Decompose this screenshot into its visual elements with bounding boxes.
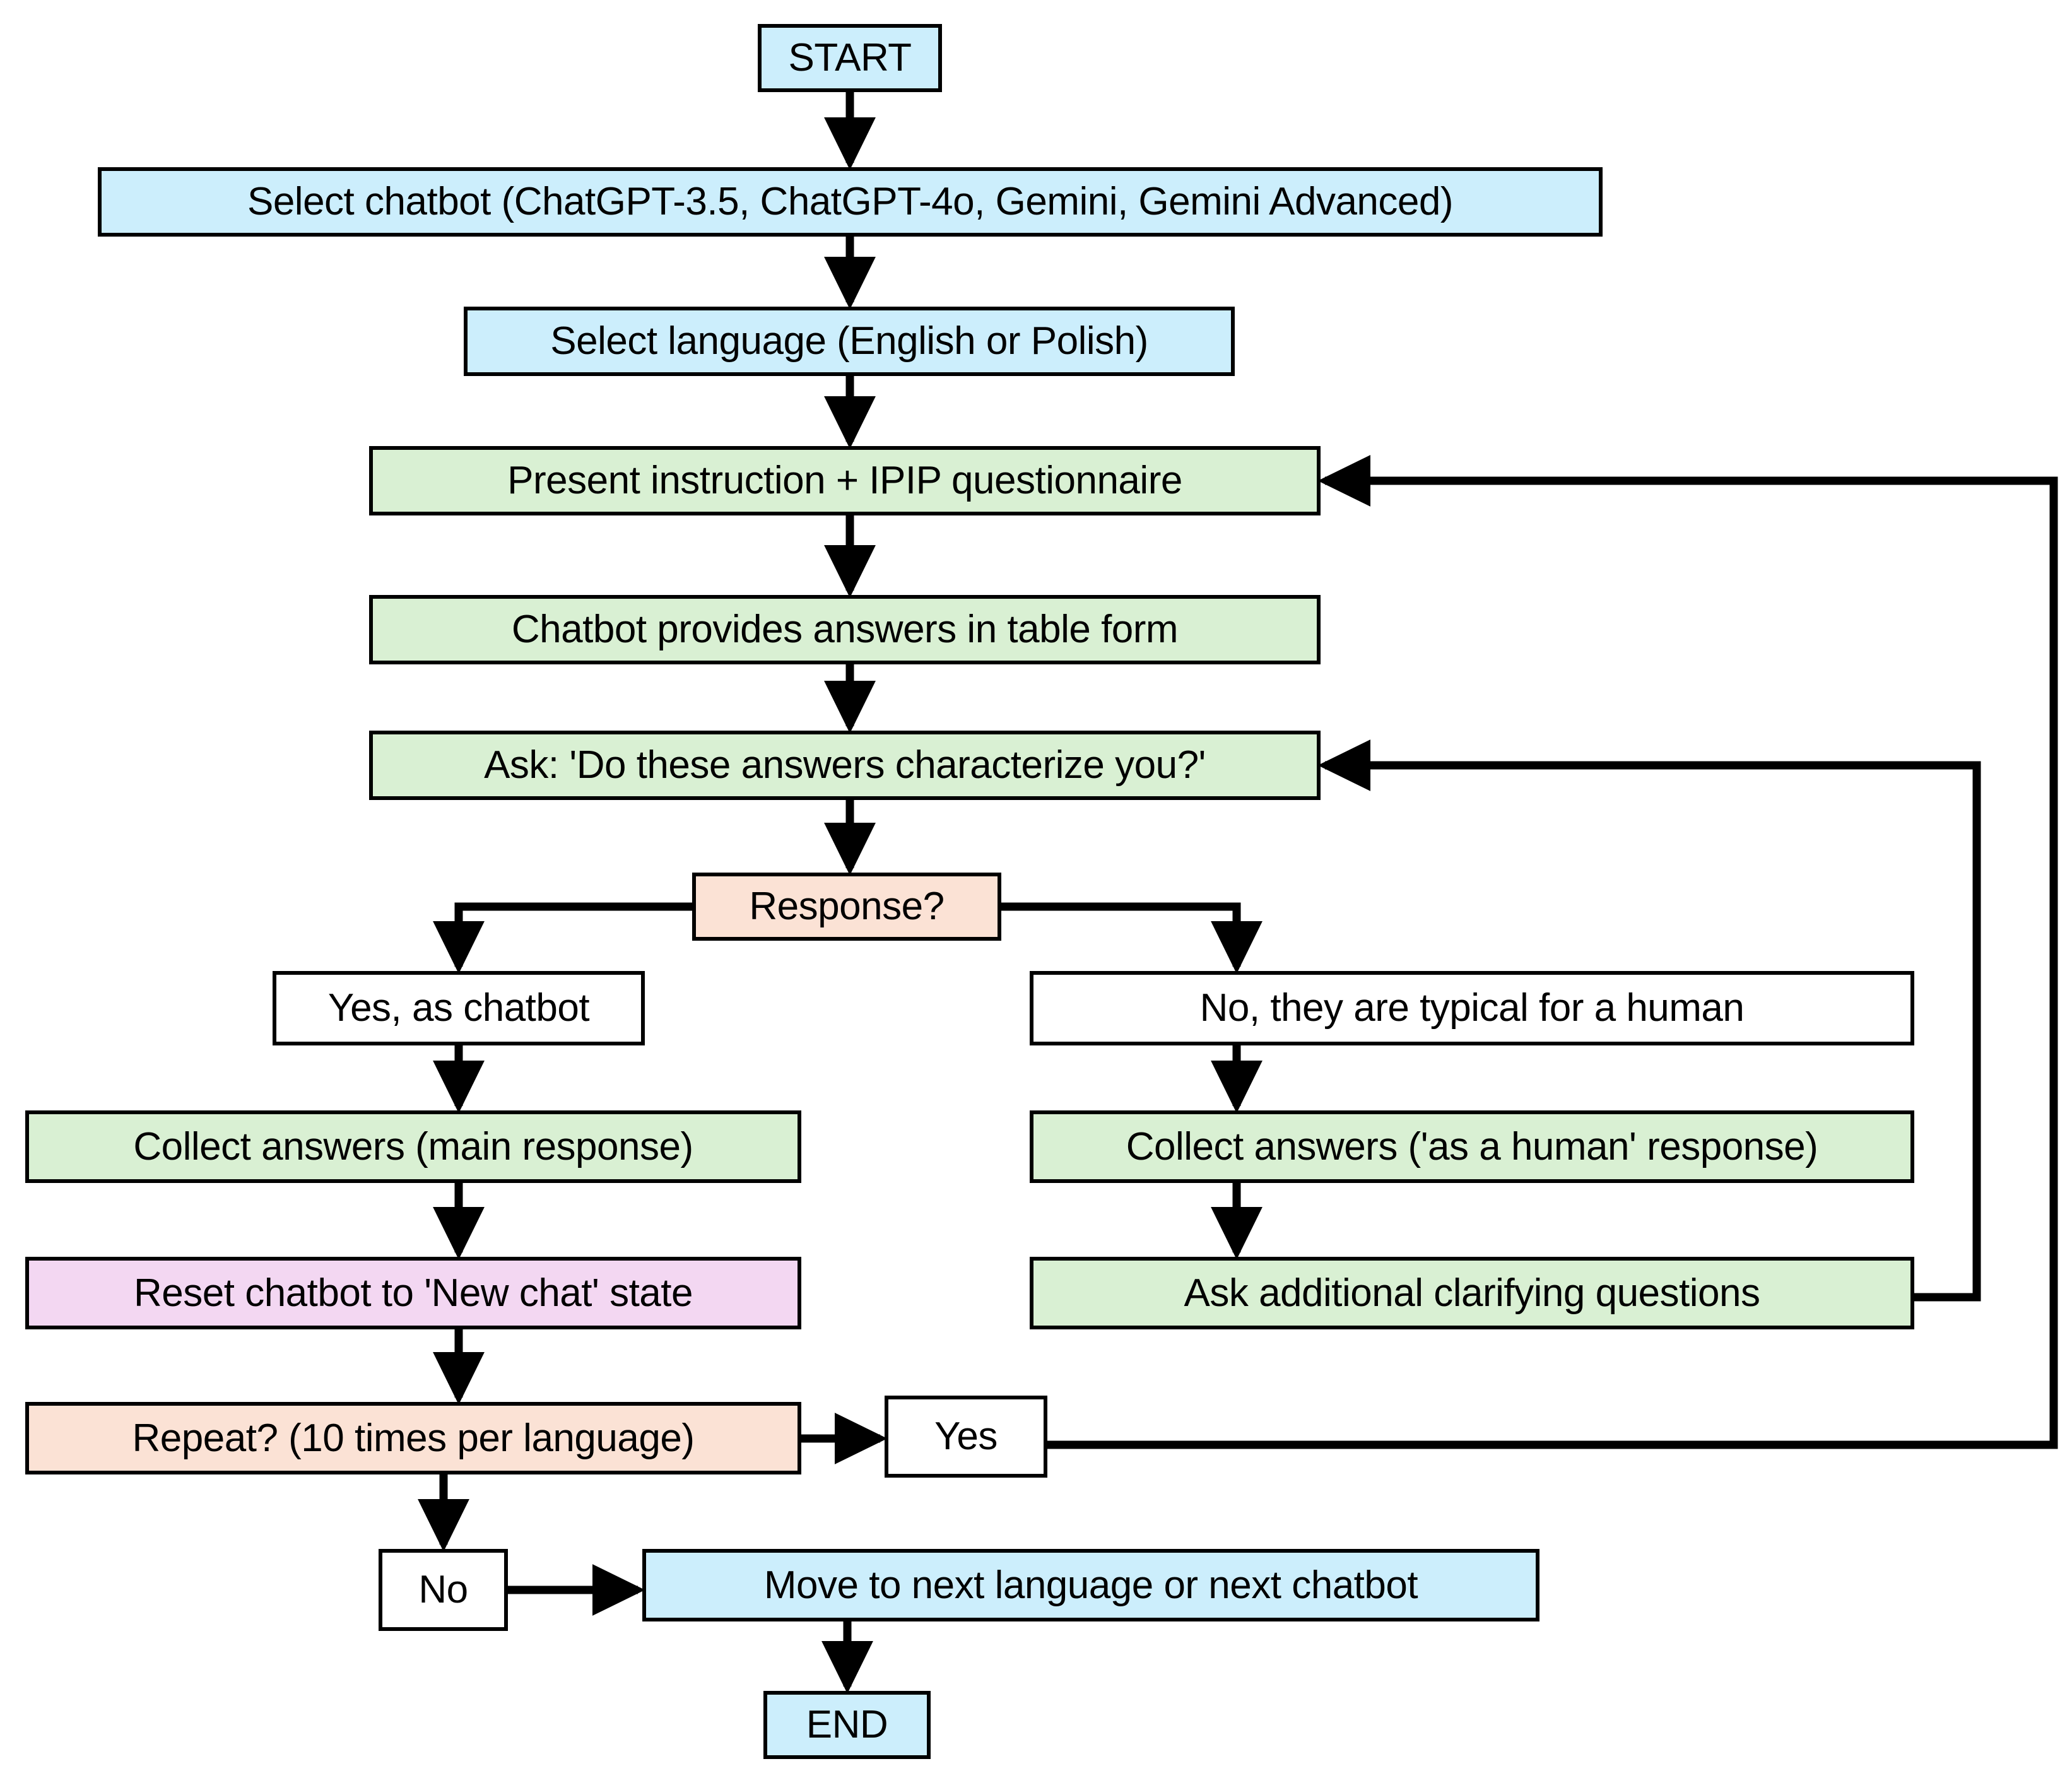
- node-collect-human-response-label: Collect answers ('as a human' response): [1126, 1124, 1818, 1168]
- node-ask-characterize[interactable]: Ask: 'Do these answers characterize you?…: [369, 731, 1321, 800]
- node-repeat-yes-label: Yes: [934, 1415, 998, 1459]
- node-no-typical-human-label: No, they are typical for a human: [1199, 986, 1745, 1030]
- node-no-typical-human[interactable]: No, they are typical for a human: [1030, 971, 1914, 1045]
- node-repeat-no[interactable]: No: [379, 1549, 508, 1631]
- node-yes-as-chatbot-label: Yes, as chatbot: [327, 986, 590, 1030]
- node-response-decision-label: Response?: [749, 885, 945, 929]
- node-select-language[interactable]: Select language (English or Polish): [464, 307, 1235, 376]
- edge-response-to-no-human: [1001, 902, 1263, 974]
- node-collect-human-response[interactable]: Collect answers ('as a human' response): [1030, 1110, 1914, 1183]
- node-ask-characterize-label: Ask: 'Do these answers characterize you?…: [484, 743, 1206, 787]
- node-repeat-yes[interactable]: Yes: [885, 1396, 1047, 1478]
- node-select-chatbot-label: Select chatbot (ChatGPT-3.5, ChatGPT-4o,…: [247, 180, 1454, 224]
- node-yes-as-chatbot[interactable]: Yes, as chatbot: [273, 971, 645, 1045]
- node-end-label: END: [806, 1703, 888, 1747]
- node-repeat-decision[interactable]: Repeat? (10 times per language): [25, 1402, 801, 1474]
- node-chatbot-table[interactable]: Chatbot provides answers in table form: [369, 595, 1321, 664]
- node-ask-clarifying-questions-label: Ask additional clarifying questions: [1184, 1271, 1760, 1315]
- node-select-chatbot[interactable]: Select chatbot (ChatGPT-3.5, ChatGPT-4o,…: [98, 167, 1603, 237]
- node-move-next[interactable]: Move to next language or next chatbot: [642, 1549, 1539, 1621]
- node-start[interactable]: START: [758, 24, 942, 92]
- node-end[interactable]: END: [763, 1691, 931, 1759]
- node-repeat-no-label: No: [418, 1568, 468, 1612]
- node-present-ipip-label: Present instruction + IPIP questionnaire: [507, 459, 1182, 503]
- node-ask-clarifying-questions[interactable]: Ask additional clarifying questions: [1030, 1257, 1914, 1329]
- node-collect-main-response-label: Collect answers (main response): [133, 1124, 693, 1168]
- node-start-label: START: [788, 36, 912, 80]
- node-repeat-decision-label: Repeat? (10 times per language): [132, 1416, 695, 1460]
- node-reset-chatbot-label: Reset chatbot to 'New chat' state: [134, 1271, 693, 1315]
- edge-response-to-yes-as-chatbot: [433, 902, 692, 974]
- node-present-ipip[interactable]: Present instruction + IPIP questionnaire: [369, 446, 1321, 515]
- node-collect-main-response[interactable]: Collect answers (main response): [25, 1110, 801, 1183]
- node-move-next-label: Move to next language or next chatbot: [763, 1563, 1418, 1607]
- node-response-decision[interactable]: Response?: [692, 873, 1001, 941]
- node-chatbot-table-label: Chatbot provides answers in table form: [511, 608, 1179, 652]
- node-select-language-label: Select language (English or Polish): [550, 319, 1148, 363]
- node-reset-chatbot[interactable]: Reset chatbot to 'New chat' state: [25, 1257, 801, 1329]
